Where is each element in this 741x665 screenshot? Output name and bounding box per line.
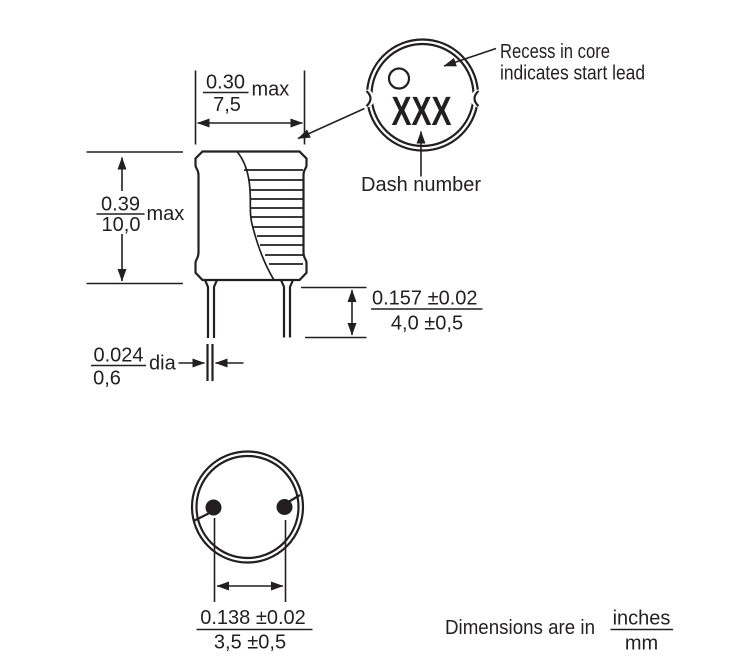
front-view xyxy=(194,150,308,381)
dim-wire-diameter: 0.024 0,6 dia xyxy=(91,345,244,390)
recess-note-line1: Recess in core xyxy=(500,41,610,63)
dim-mm: 10,0 xyxy=(102,214,141,236)
dim-mm: 0,6 xyxy=(93,368,121,390)
units-note-prefix: Dimensions are in xyxy=(445,617,595,639)
top-view: XXX Recess in core indicates start lead … xyxy=(297,38,645,196)
dim-qualifier: max xyxy=(252,79,290,101)
wire-exit-left xyxy=(194,512,209,522)
dim-qualifier: dia xyxy=(149,353,177,375)
dim-mm: 4,0 ±0,5 xyxy=(391,313,463,335)
recess-note-line2: indicates start lead xyxy=(500,63,645,85)
winding-edge-curve xyxy=(236,150,275,281)
notch-right-mask xyxy=(470,89,489,108)
dim-lead-spacing: 0.138 ±0.02 3,5 ±0,5 xyxy=(196,518,313,654)
leader-recess-arrow xyxy=(443,47,497,67)
lead-dot-left xyxy=(205,499,222,516)
bottom-view xyxy=(190,450,305,564)
dim-body-height: 0.39 10,0 max xyxy=(86,151,185,285)
dim-qualifier: max xyxy=(147,203,185,225)
units-note: Dimensions are in inches mm xyxy=(445,608,673,655)
recess-circle xyxy=(387,67,411,90)
dim-inches: 0.39 xyxy=(101,194,140,216)
notch-left-mask xyxy=(356,89,375,108)
base-inner-circle xyxy=(195,454,300,560)
winding-turns xyxy=(244,169,303,265)
dim-inches: 0.157 ±0.02 xyxy=(372,288,478,310)
lead-wire-dia-segment xyxy=(206,344,214,381)
notch-left xyxy=(365,90,372,107)
bobbin-body-outline xyxy=(194,150,308,282)
dim-lead-length: 0.157 ±0.02 4,0 ±0,5 xyxy=(301,286,483,339)
units-note-mm: mm xyxy=(625,633,658,655)
notch-right xyxy=(473,90,480,107)
dash-number-label: Dash number xyxy=(361,174,481,196)
dim-inches: 0.024 xyxy=(93,345,143,367)
dim-mm: 7,5 xyxy=(213,94,241,116)
dim-body-width: 0.30 7,5 max xyxy=(194,70,306,145)
leader-topview-to-front-arrow xyxy=(297,107,365,140)
marking-text: XXX xyxy=(392,88,452,134)
lead-left xyxy=(203,279,219,338)
dim-inches: 0.30 xyxy=(206,72,245,94)
lead-right xyxy=(279,279,295,338)
units-note-inches: inches xyxy=(613,608,671,630)
dim-mm: 3,5 ±0,5 xyxy=(214,632,286,654)
wire-exit-right xyxy=(286,494,301,504)
base-outer-circle xyxy=(190,450,305,564)
dim-inches: 0.138 ±0.02 xyxy=(200,607,306,629)
